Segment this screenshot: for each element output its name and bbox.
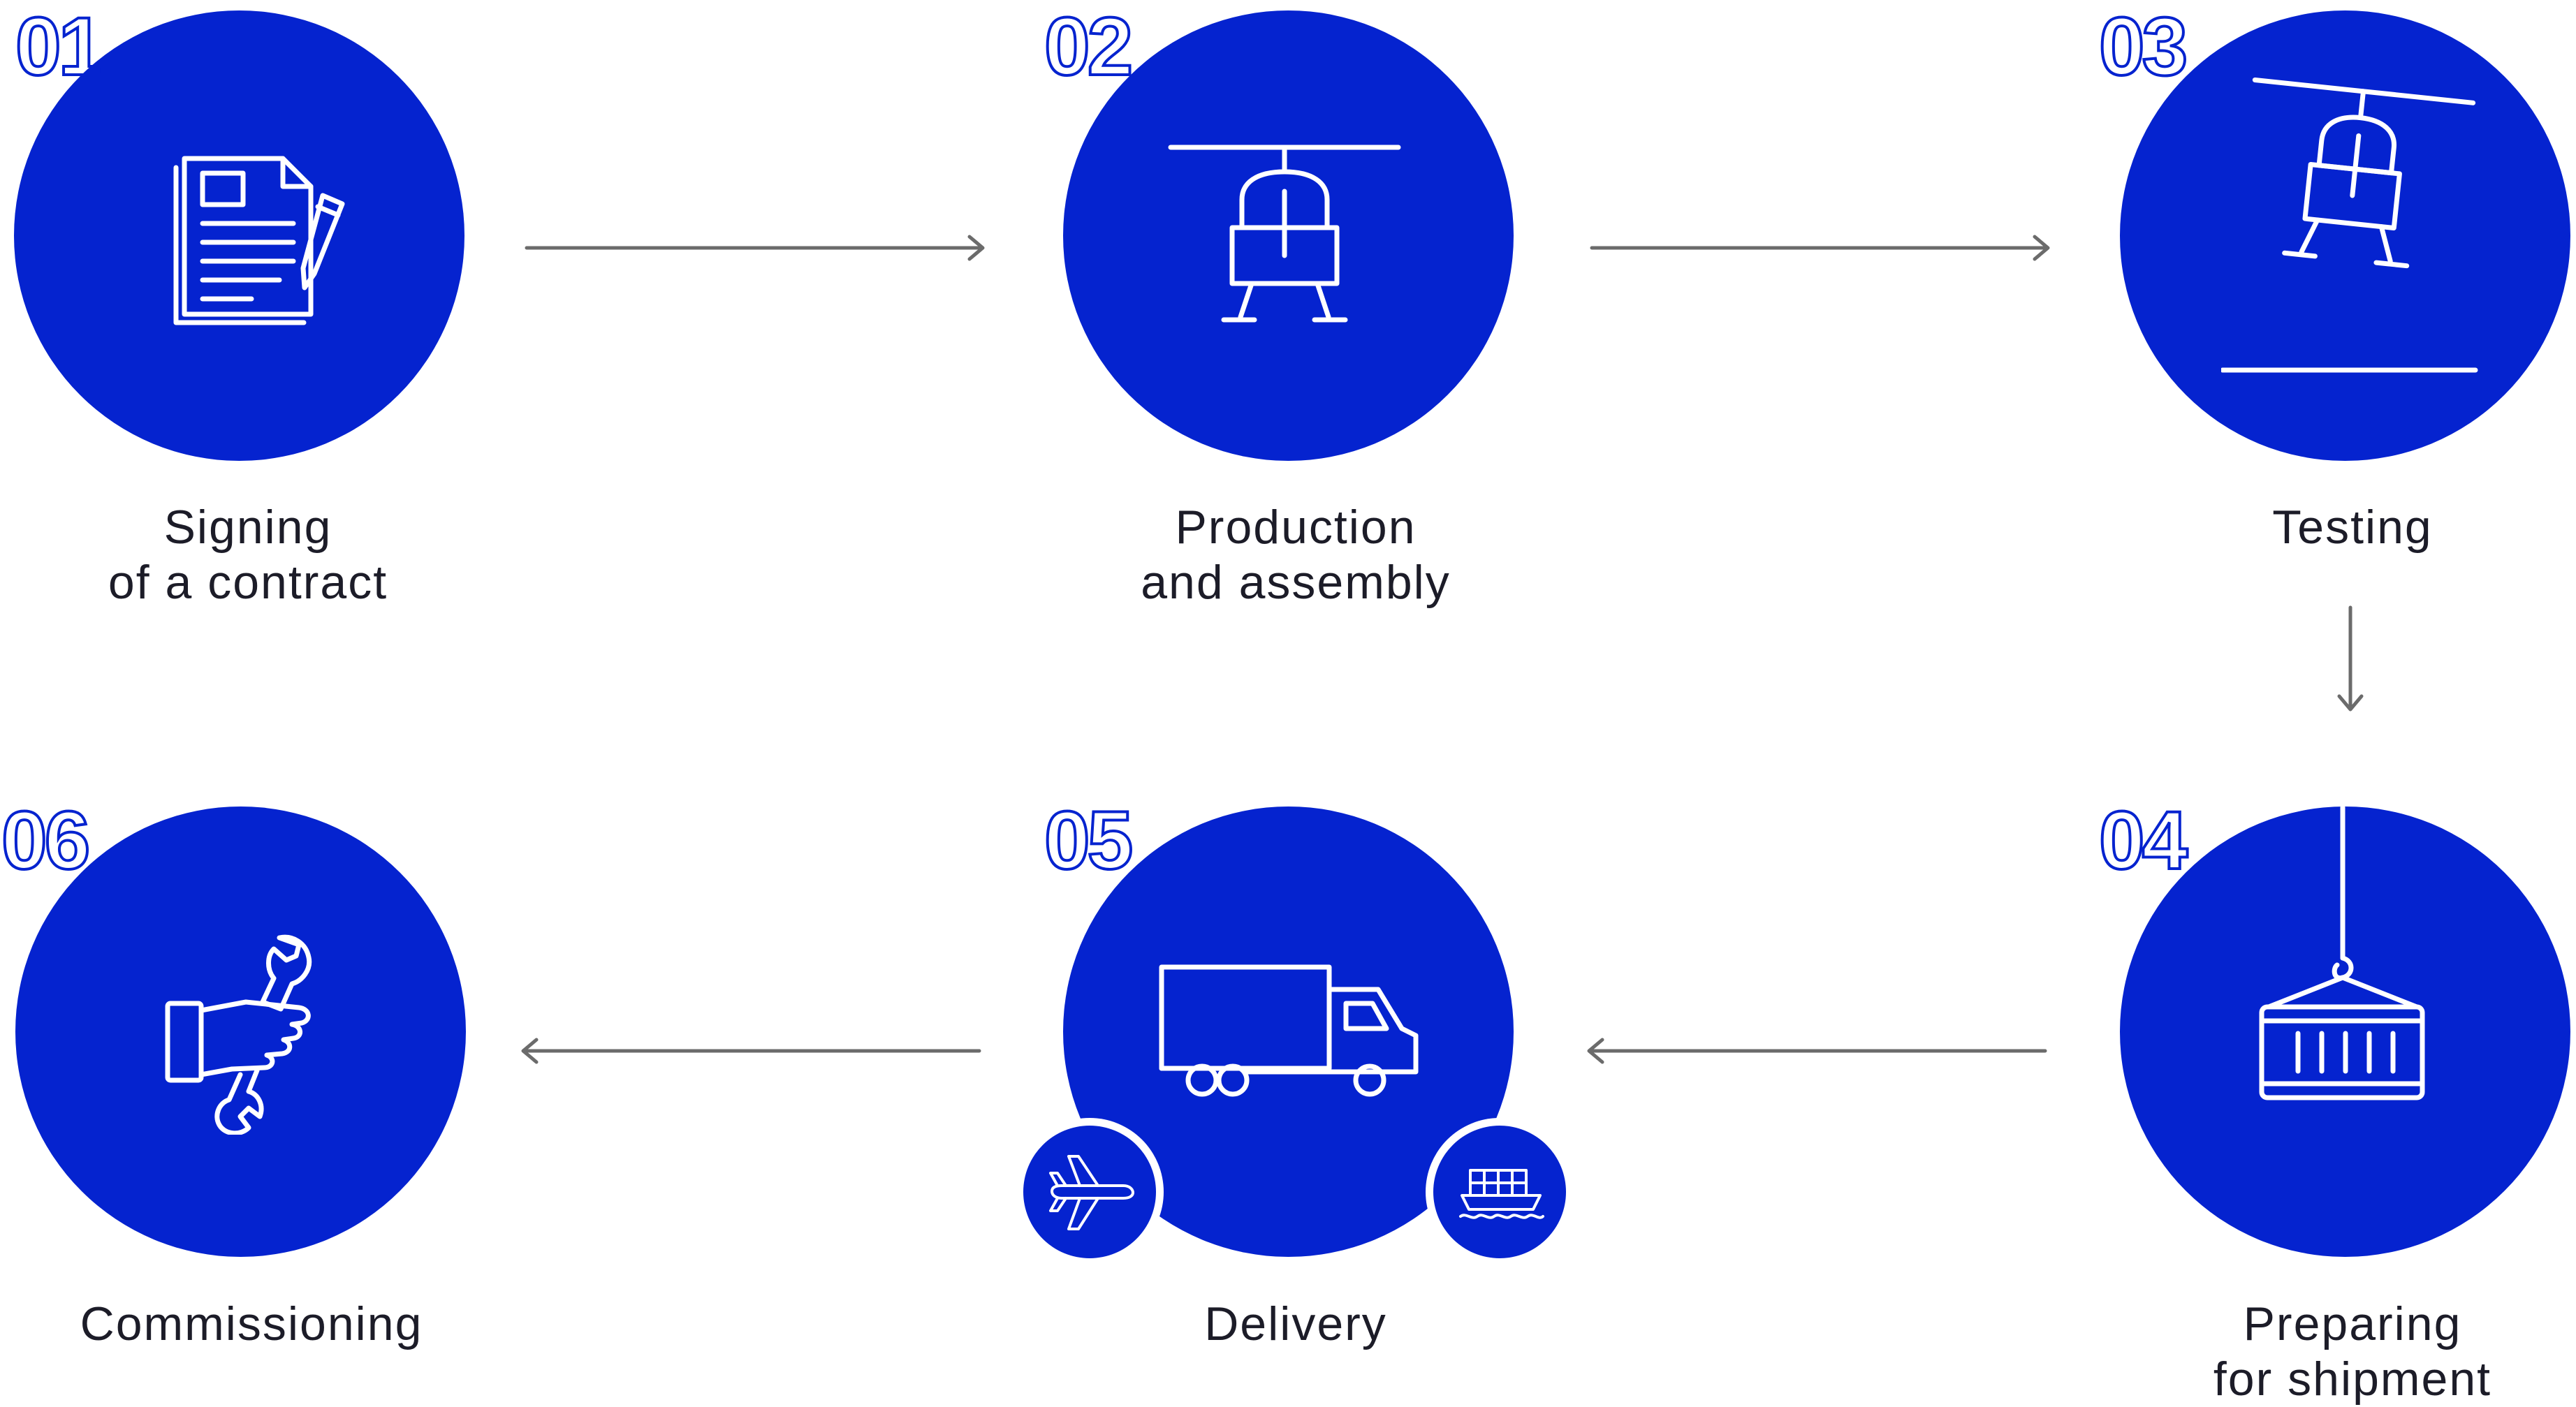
step-05-number: 05 bbox=[1043, 795, 1134, 887]
step-01-label-line2: of a contract bbox=[108, 556, 388, 609]
step-06-number: 06 bbox=[0, 795, 92, 887]
step-04-label: Preparing for shipment bbox=[2038, 1297, 2576, 1407]
step-03-number: 03 bbox=[2098, 1, 2189, 93]
helicopter-icon bbox=[1168, 145, 1401, 323]
airplane-icon bbox=[1049, 1155, 1134, 1230]
arrow-03-to-04 bbox=[2337, 605, 2364, 712]
step-06-label-line1: Commissioning bbox=[80, 1297, 423, 1350]
crane-container-icon bbox=[2259, 804, 2425, 1100]
step-02-number: 02 bbox=[1043, 1, 1134, 93]
step-06-label: Commissioning bbox=[0, 1297, 566, 1352]
step-02-label-line2: and assembly bbox=[1141, 556, 1451, 609]
step-05-label: Delivery bbox=[981, 1297, 1610, 1352]
step-04-number: 04 bbox=[2098, 795, 2189, 887]
step-04-label-line1: Preparing bbox=[2243, 1297, 2462, 1350]
step-03-label-line1: Testing bbox=[2272, 501, 2433, 554]
arrow-01-to-02 bbox=[525, 235, 985, 261]
step-02-label: Production and assembly bbox=[981, 500, 1610, 610]
step-05-label-line1: Delivery bbox=[1204, 1297, 1387, 1350]
step-01-label: Signing of a contract bbox=[0, 500, 562, 610]
contract-document-icon bbox=[173, 156, 345, 325]
helicopter-liftoff-icon bbox=[2221, 78, 2478, 373]
step-03-circle bbox=[2120, 10, 2570, 461]
arrow-02-to-03 bbox=[1590, 235, 2050, 261]
arrow-05-to-06 bbox=[521, 1038, 981, 1064]
step-01-label-line1: Signing bbox=[163, 501, 332, 554]
step-02-circle bbox=[1063, 10, 1514, 461]
arrow-04-to-05 bbox=[1587, 1038, 2047, 1064]
cargo-ship-icon bbox=[1459, 1169, 1544, 1219]
step-01-circle bbox=[14, 10, 464, 461]
step-04-label-line2: for shipment bbox=[2213, 1353, 2492, 1406]
step-03-label: Testing bbox=[2038, 500, 2576, 555]
hand-wrench-icon bbox=[165, 934, 312, 1135]
truck-icon bbox=[1159, 964, 1419, 1097]
step-02-label-line1: Production bbox=[1175, 501, 1417, 554]
step-06-circle bbox=[15, 806, 466, 1257]
step-01-number: 01 bbox=[14, 1, 105, 93]
